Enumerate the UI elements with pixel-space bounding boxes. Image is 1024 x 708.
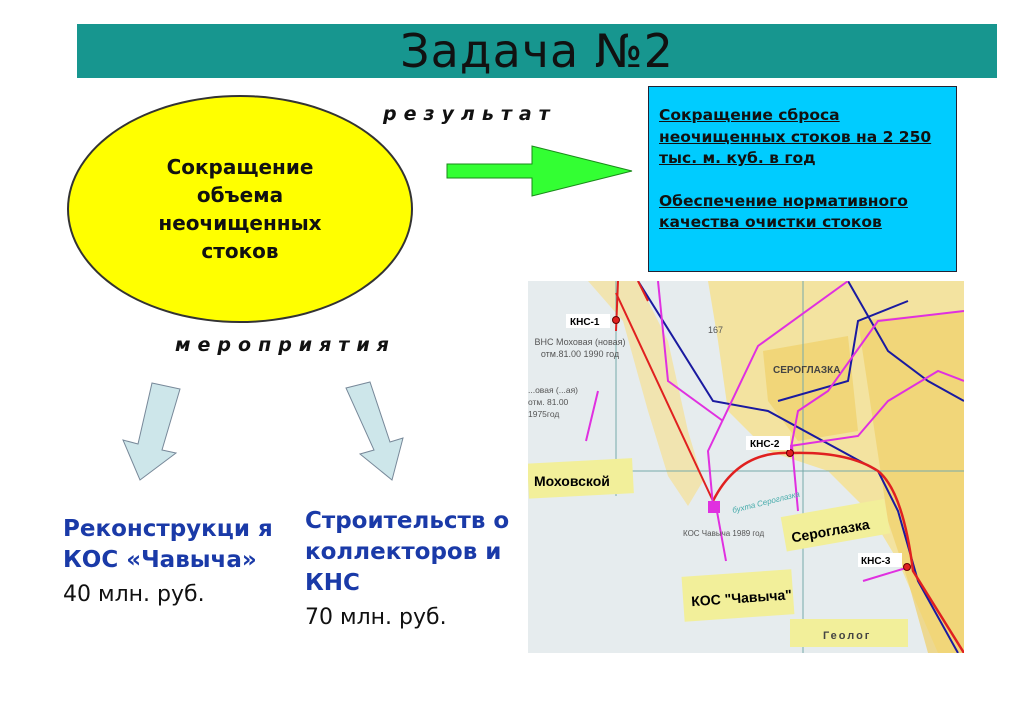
slide-title: Задача №2 xyxy=(400,24,674,78)
result-box: Сокращение сброса неочищенных стоков на … xyxy=(648,86,957,272)
down-left-arrow-icon xyxy=(122,382,181,481)
activities-label: мероприятия xyxy=(175,334,396,356)
goal-ellipse: Сокращение объема неочищенных стоков xyxy=(67,95,413,323)
result-text-1: Сокращение сброса неочищенных стоков на … xyxy=(659,106,932,167)
activity-2-title: Строительств о коллекторов и КНС xyxy=(305,508,510,596)
kns1-label: КНС-1 xyxy=(570,317,600,328)
vns-label: ВНС Моховая (новая) отм.81.00 1990 год xyxy=(534,337,626,359)
activity-2-cost: 70 млн. руб. xyxy=(305,605,447,630)
old-vns-label: ...овая (...ая) отм. 81.00 1975год xyxy=(528,385,578,419)
right-arrow-icon xyxy=(446,145,633,197)
activity-1-cost: 40 млн. руб. xyxy=(63,582,205,607)
result-label: результат xyxy=(383,103,557,125)
seroglazka-town-label: СЕРОГЛАЗКА xyxy=(773,365,840,376)
height-label: 167 xyxy=(708,325,723,335)
map-land xyxy=(528,281,703,506)
activity-1-title: Реконструкци я КОС «Чавыча» xyxy=(63,516,273,573)
goal-text: Сокращение объема неочищенных стоков xyxy=(158,155,322,263)
result-text-2: Обеспечение нормативного качества очистк… xyxy=(659,191,908,232)
activity-1: Реконструкци я КОС «Чавыча» 40 млн. руб. xyxy=(63,514,283,607)
mokhovskoy-label: Моховской xyxy=(534,473,610,489)
geolog-label: Геолог xyxy=(823,630,871,642)
kns3-label: КНС-3 xyxy=(861,556,891,567)
kos-small-label: КОС Чавыча 1989 год xyxy=(683,529,764,538)
kos-chavycha-label: КОС "Чавыча" xyxy=(691,586,793,609)
title-band: Задача №2 xyxy=(77,24,997,78)
sewer-network-map: КНС-1 КНС-2 КНС-3 ВНС Моховая (новая) от… xyxy=(528,281,964,653)
down-right-arrow-icon xyxy=(345,381,404,481)
activity-2: Строительств о коллекторов и КНС 70 млн.… xyxy=(305,506,515,630)
kns2-label: КНС-2 xyxy=(750,439,780,450)
